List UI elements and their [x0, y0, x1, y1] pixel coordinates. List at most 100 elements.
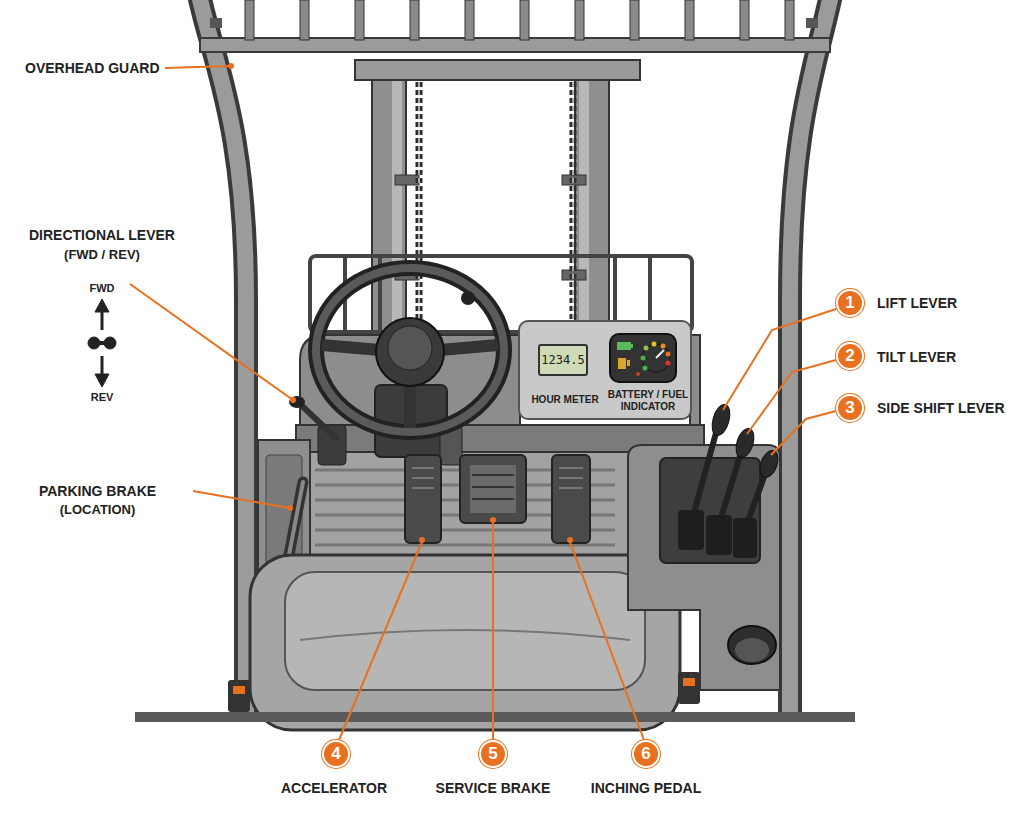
control-levers: [692, 422, 719, 520]
steering-wheel: [316, 268, 504, 432]
operator-seat: [285, 572, 645, 690]
hour-meter-display: 1234.5: [538, 344, 588, 376]
control-console: [728, 626, 776, 664]
control-console: [628, 445, 780, 690]
pedals: [470, 465, 516, 513]
overhead-guard: [410, 0, 419, 40]
overhead-guard: [300, 0, 309, 40]
steering-column: [318, 385, 462, 465]
overhead-guard: [198, 0, 246, 715]
operator-seat: [250, 555, 680, 730]
pedals: [472, 474, 514, 476]
floor-plate: [315, 484, 615, 487]
steering-column: [440, 425, 462, 465]
overhead-guard: [355, 0, 364, 40]
parking-brake: [288, 482, 303, 560]
operator-seat: [300, 630, 630, 640]
part-label: REV: [72, 391, 132, 404]
cab-body: [135, 672, 855, 722]
part-label: DIRECTIONAL LEVER: [2, 227, 202, 243]
part-label: (LOCATION): [0, 503, 195, 518]
overhead-guard: [785, 0, 794, 40]
directional-lever: [300, 404, 338, 440]
overhead-guard: [575, 0, 584, 40]
pedals: [559, 477, 583, 479]
floor-plate: [315, 529, 615, 532]
overhead-guard: [790, 0, 832, 715]
leader-line: [723, 309, 836, 410]
control-levers: [678, 402, 781, 558]
pedals: [559, 467, 583, 469]
battery-fuel-gauge: [661, 344, 666, 349]
battery-fuel-gauge: [617, 342, 631, 350]
cab-body: [678, 672, 700, 704]
cab-body: [135, 712, 855, 722]
direction-symbol: [101, 356, 104, 378]
callout-number: 4: [322, 740, 350, 768]
leader-dot: [228, 63, 573, 543]
part-label: SIDE SHIFT LEVER: [877, 400, 1024, 416]
battery-fuel-gauge: [666, 361, 671, 366]
control-levers: [757, 448, 782, 480]
pedals: [412, 477, 434, 479]
battery-fuel-gauge: [610, 334, 676, 382]
callout-number: 3: [836, 394, 864, 422]
control-levers: [718, 446, 743, 528]
cab-body: [228, 680, 250, 712]
dashboard-cowl: [296, 425, 704, 453]
control-console: [735, 638, 769, 662]
leader-line: [165, 66, 230, 68]
steering-wheel: [316, 268, 504, 432]
mast: [355, 60, 640, 340]
mast: [579, 76, 589, 336]
leader-line: [492, 522, 494, 740]
leader-dot: [228, 63, 234, 69]
mast: [395, 175, 419, 185]
battery-fuel-gauge: [627, 360, 630, 366]
callout-number: 1: [836, 289, 864, 317]
parking-brake: [276, 555, 300, 575]
panel-label: BATTERY / FUEL INDICATOR: [604, 389, 692, 413]
overhead-guard: [210, 18, 222, 28]
overhead-guard: [198, 0, 832, 715]
part-label: TILT LEVER: [877, 349, 1024, 365]
load-backrest: [378, 256, 382, 332]
direction-symbol: [94, 341, 110, 345]
lift-chain: [419, 82, 573, 340]
leader-line: [193, 491, 290, 508]
battery-fuel-gauge: [666, 352, 671, 357]
battery-fuel-gauge: [641, 356, 646, 361]
steering-column: [318, 425, 346, 465]
control-levers: [733, 518, 757, 558]
floor-plate: [315, 499, 615, 502]
cab-body: [683, 678, 695, 686]
callout-number: 6: [632, 740, 660, 768]
direction-symbol: [101, 308, 104, 330]
pedals: [405, 455, 590, 543]
instrument-panel: HOUR METERBATTERY / FUEL INDICATOR 1234.5: [518, 320, 692, 420]
mast: [372, 70, 406, 340]
panel-label: HOUR METER: [524, 394, 606, 406]
lift-chain: [570, 82, 577, 340]
control-levers: [706, 515, 732, 555]
callout-digit: 3: [845, 398, 854, 418]
overhead-guard: [520, 0, 529, 40]
control-console: [628, 445, 780, 690]
mast: [575, 70, 609, 340]
part-label: FWD: [72, 282, 132, 295]
steering-wheel: [316, 268, 504, 432]
leader-dot: [567, 537, 573, 543]
part-label: INCHING PEDAL: [561, 780, 731, 796]
meter-reading: 1234.5: [541, 353, 584, 367]
pedals: [559, 487, 583, 489]
leader-line: [339, 542, 422, 740]
pedals: [472, 486, 514, 488]
mast: [562, 175, 586, 185]
control-levers: [733, 426, 757, 459]
leader-dot: [490, 517, 496, 523]
steering-wheel: [376, 318, 444, 386]
overhead-guard: [790, 0, 832, 715]
operator-seat: [250, 555, 680, 730]
